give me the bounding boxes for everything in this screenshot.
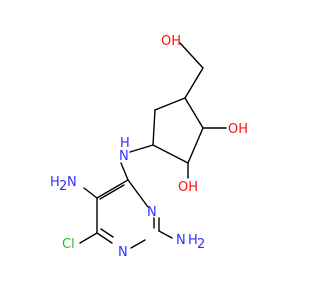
hydroxyl-label-bottom: OH xyxy=(178,180,198,195)
bond xyxy=(130,239,146,249)
hydroxyl-label-top: OH xyxy=(161,34,181,49)
amine-nitrogen-label: N xyxy=(119,149,129,164)
bond xyxy=(152,109,156,146)
bond xyxy=(187,127,204,164)
amino-nitrogen-label-right: N xyxy=(176,233,186,248)
amino-subscript-left: 2 xyxy=(59,179,67,194)
bond xyxy=(152,144,189,164)
ring-nitrogen-label-bottom: N xyxy=(118,245,128,260)
bond-ch2-oh xyxy=(179,42,204,69)
amino-subscript-right: 2 xyxy=(197,237,205,252)
amino-hydrogen-label-right: H xyxy=(188,233,198,248)
bond-double xyxy=(100,228,114,238)
bond xyxy=(184,97,204,129)
bond xyxy=(154,97,186,111)
cyclopentane-ring xyxy=(152,97,204,164)
hydroxyl-label-right: OH xyxy=(228,122,248,137)
amine-hydrogen-label: H xyxy=(120,136,130,151)
structure-diagram: OH OH OH H N H 2 N N N N H 2 Cl xyxy=(50,34,248,260)
bond xyxy=(96,179,129,199)
bond-nh-pyrimidine xyxy=(120,162,129,181)
bond-nh2-right xyxy=(158,230,173,239)
amino-hydrogen-label-left: H xyxy=(50,175,60,190)
molecule-drawing: OH OH OH H N H 2 N N N N H 2 Cl xyxy=(50,34,248,260)
ring-nitrogen-label-top: N xyxy=(147,205,157,220)
pyrimidine-ring xyxy=(96,179,160,249)
bond-cl xyxy=(79,232,98,244)
bond-ch2 xyxy=(184,67,204,99)
bond xyxy=(127,179,149,208)
bond xyxy=(96,232,113,244)
chlorine-label: Cl xyxy=(62,237,75,252)
bond-nh2-left xyxy=(83,187,98,199)
bond-nh-ring xyxy=(129,144,154,153)
bond-double xyxy=(99,184,125,200)
amino-nitrogen-label-left: N xyxy=(67,175,77,190)
